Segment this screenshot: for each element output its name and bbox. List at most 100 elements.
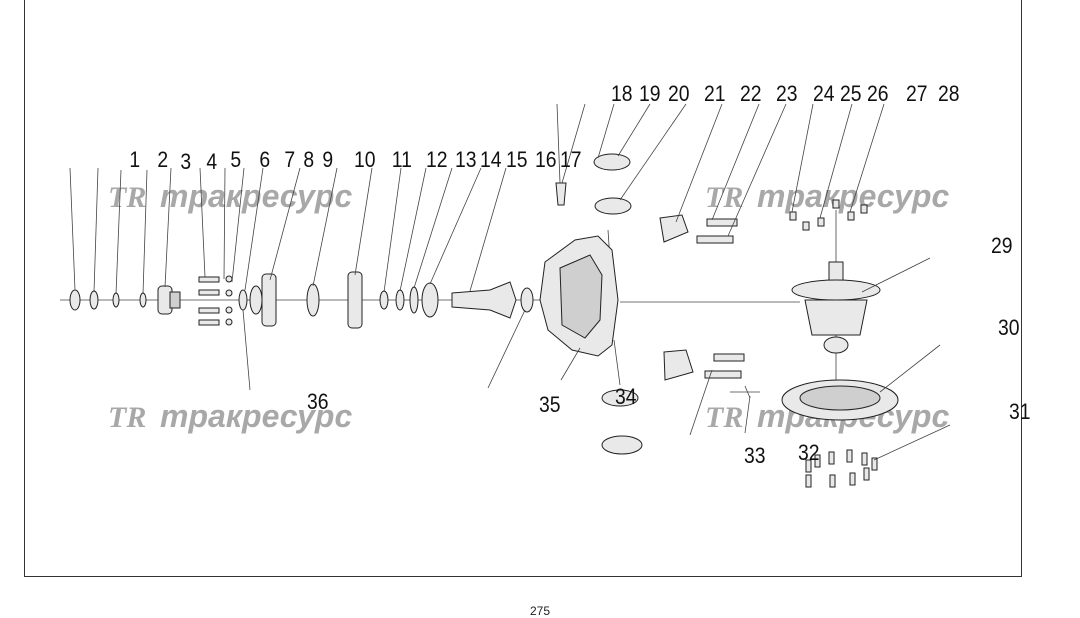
callout-29: 29 — [991, 234, 1013, 258]
pinion-parts — [69, 271, 534, 329]
callout-28: 28 — [938, 82, 960, 106]
watermark-logo: TR — [705, 401, 743, 434]
callout-13: 13 — [455, 148, 477, 172]
bolt — [832, 199, 840, 209]
callout-4: 4 — [206, 150, 217, 174]
bolt — [828, 451, 835, 465]
part-4-ring — [139, 292, 147, 308]
leader — [675, 103, 723, 223]
part-26-27-bolts-ring — [789, 199, 868, 231]
leader — [711, 103, 760, 221]
part-30-ring-gear-inner — [799, 385, 881, 411]
callout-12: 12 — [426, 148, 448, 172]
lower-bearing-cone — [601, 435, 643, 455]
leader — [861, 257, 931, 293]
leader — [142, 169, 148, 295]
leader — [560, 347, 581, 381]
leader — [231, 167, 245, 283]
leader — [69, 167, 76, 291]
callout-3: 3 — [180, 150, 191, 174]
part-32-lock-pin — [730, 385, 760, 399]
part-18-19-bolt — [555, 182, 567, 206]
callout-30: 30 — [998, 316, 1020, 340]
lower-bearing-cup — [601, 389, 639, 407]
leader — [399, 167, 427, 292]
part-12-housing — [347, 271, 363, 329]
washer — [225, 306, 233, 314]
part-29-diff-case — [804, 299, 868, 336]
part-25-cap-bolt — [696, 235, 734, 244]
bolt — [805, 459, 812, 473]
leader — [727, 103, 787, 237]
part-1-nut — [69, 289, 81, 311]
callout-15: 15 — [506, 148, 528, 172]
part-13-spacer — [379, 290, 389, 310]
part-20-bearing-cone — [593, 153, 631, 171]
callout-16: 16 — [535, 148, 557, 172]
leader — [744, 395, 751, 434]
callout-31: 31 — [1009, 400, 1031, 424]
callout-17: 17 — [560, 148, 582, 172]
watermark-text: тракресурс — [160, 398, 352, 434]
callout-11: 11 — [392, 148, 412, 172]
part-15-shim — [409, 286, 419, 314]
part-35-bearing — [520, 287, 534, 313]
bolt — [861, 452, 868, 466]
bolt — [802, 221, 810, 231]
callout-22: 22 — [740, 82, 762, 106]
leader — [879, 344, 941, 393]
bolt — [829, 474, 836, 488]
callout-35: 35 — [539, 393, 561, 417]
leader — [556, 103, 561, 184]
leader — [312, 167, 338, 287]
carrier-housing-inner — [559, 254, 603, 339]
callout-2: 2 — [157, 148, 168, 172]
leader — [164, 167, 172, 288]
bolt — [198, 276, 220, 283]
part-6-bolts — [198, 276, 220, 326]
bolt — [849, 472, 856, 486]
leader — [93, 167, 99, 293]
callout-36: 36 — [307, 390, 329, 414]
watermark-text: тракресурс — [757, 178, 949, 214]
bolt — [789, 211, 797, 221]
callout-26: 26 — [867, 82, 889, 106]
leader — [199, 167, 206, 278]
callout-6: 6 — [259, 148, 270, 172]
part-14-shim — [395, 289, 405, 311]
watermark-top-left: TR тракресурс — [108, 178, 352, 214]
part-5-hub — [169, 291, 181, 309]
callout-19: 19 — [639, 82, 661, 106]
part-29-diff-hub — [823, 336, 849, 354]
bolt — [863, 467, 870, 481]
page-number: 275 — [529, 604, 551, 618]
bolt — [846, 449, 853, 463]
bolt — [860, 204, 868, 214]
leader — [269, 167, 301, 281]
bolt — [847, 211, 855, 221]
leader — [487, 309, 526, 389]
part-33-cap-bolt — [713, 353, 745, 362]
part-36-seal — [238, 289, 248, 311]
callout-18: 18 — [611, 82, 633, 106]
watermark-bottom-left: TR тракресурс — [108, 398, 352, 434]
part-17-pinion-gear — [451, 281, 517, 319]
callout-24: 24 — [813, 82, 835, 106]
callout-27: 27 — [906, 82, 928, 106]
part-16-bearing — [421, 282, 439, 318]
callout-5: 5 — [230, 148, 241, 172]
leader — [617, 103, 651, 157]
part-3-ring — [112, 292, 120, 308]
callout-32: 32 — [798, 441, 820, 465]
callout-7: 7 — [284, 148, 295, 172]
bolt — [817, 217, 825, 227]
callout-34: 34 — [615, 385, 637, 409]
part-22-bearing-cup — [594, 197, 632, 215]
leader — [689, 369, 713, 436]
leader — [242, 309, 251, 391]
callout-14: 14 — [480, 148, 502, 172]
page-frame — [24, 0, 1022, 577]
part-33-cap-bolt — [704, 370, 742, 379]
axis-line-bearing-lower — [613, 339, 621, 386]
